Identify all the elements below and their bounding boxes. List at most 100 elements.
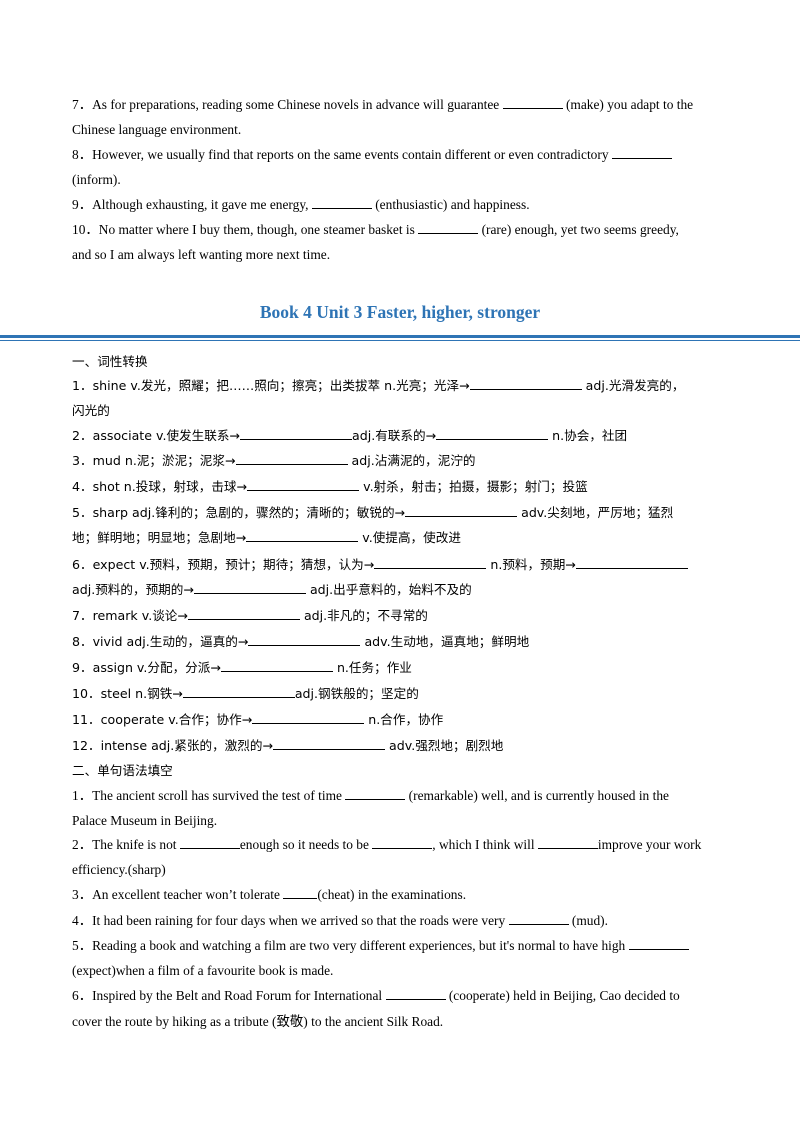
question-10-line-1: 10．No matter where I buy them, though, o… bbox=[72, 217, 752, 242]
answer-blank[interactable] bbox=[418, 217, 479, 234]
answer-blank[interactable] bbox=[248, 629, 361, 646]
item-text: 9．assign v.分配，分派→ bbox=[72, 660, 221, 675]
question-text: 9．Although exhausting, it gave me energy… bbox=[72, 197, 312, 212]
vocab-item-5-line-2: 地；鲜明地；明显地；急剧地→ v.使提高，使改进 bbox=[72, 525, 752, 550]
answer-blank[interactable] bbox=[179, 832, 240, 849]
answer-blank[interactable] bbox=[537, 832, 598, 849]
vocab-item-10: 10．steel n.钢铁→ adj.钢铁般的；坚定的 bbox=[72, 681, 752, 706]
question-7-line-2: Chinese language environment. bbox=[72, 117, 752, 142]
title-divider-thin bbox=[0, 340, 800, 341]
item-text: 闪光的 bbox=[72, 403, 110, 418]
vocab-item-9: 9．assign v.分配，分派→ n.任务；作业 bbox=[72, 655, 752, 680]
item-text: 8．vivid adj.生动的，逼真的→ bbox=[72, 634, 249, 649]
answer-blank[interactable] bbox=[311, 192, 372, 209]
vocab-item-5-line-1: 5．sharp adj.锋利的；急剧的，骤然的；清晰的；敏锐的→ adv.尖刻地… bbox=[72, 500, 752, 525]
answer-blank[interactable] bbox=[239, 423, 352, 440]
item-text: adj.非凡的；不寻常的 bbox=[299, 608, 428, 623]
answer-blank[interactable] bbox=[611, 142, 672, 159]
item-text: adv.尖刻地，严厉地；猛烈 bbox=[517, 505, 674, 520]
answer-blank[interactable] bbox=[283, 882, 318, 899]
item-text: adv.生动地，逼真地；鲜明地 bbox=[360, 634, 530, 649]
answer-blank[interactable] bbox=[247, 474, 360, 491]
question-text: 7．As for preparations, reading some Chin… bbox=[72, 97, 503, 112]
vocab-item-4: 4．shot n.投球，射球，击球→ v.射杀，射击；拍摄，摄影；射门；投篮 bbox=[72, 474, 752, 499]
question-text: 4．It had been raining for four days when… bbox=[72, 913, 509, 928]
vocab-item-6-line-2: adj.预料的，预期的→ adj.出乎意料的，始料不及的 bbox=[72, 577, 752, 602]
question-8-line-2: (inform). bbox=[72, 167, 752, 192]
item-text: adj.钢铁般的；坚定的 bbox=[294, 686, 419, 701]
question-text: 6．Inspired by the Belt and Road Forum fo… bbox=[72, 988, 386, 1003]
question-text: efficiency.(sharp) bbox=[72, 862, 166, 877]
item-text: 1．shine v.发光，照耀；把……照向；擦亮；出类拔萃 n.光亮；光泽→ bbox=[72, 378, 470, 393]
question-text: 10．No matter where I buy them, though, o… bbox=[72, 222, 419, 237]
answer-blank[interactable] bbox=[385, 983, 446, 1000]
question-text: (cooperate) held in Beijing, Cao decided… bbox=[445, 988, 680, 1003]
answer-blank[interactable] bbox=[235, 448, 348, 465]
question-text: 8．However, we usually find that reports … bbox=[72, 147, 612, 162]
item-text: 地；鲜明地；明显地；急剧地→ bbox=[72, 530, 247, 545]
vocab-item-8: 8．vivid adj.生动的，逼真的→ adv.生动地，逼真地；鲜明地 bbox=[72, 629, 752, 654]
question-text: enough so it needs to be bbox=[239, 837, 373, 852]
question-text: Palace Museum in Beijing. bbox=[72, 813, 218, 828]
item-text: 4．shot n.投球，射球，击球→ bbox=[72, 479, 248, 494]
item-text: 2．associate v.使发生联系→ bbox=[72, 428, 240, 443]
item-text: adj.光滑发亮的， bbox=[581, 378, 685, 393]
answer-blank[interactable] bbox=[220, 655, 333, 672]
grammar-q6-line-1: 6．Inspired by the Belt and Road Forum fo… bbox=[72, 983, 752, 1008]
answer-blank[interactable] bbox=[345, 783, 406, 800]
question-text: (mud). bbox=[568, 913, 608, 928]
answer-blank[interactable] bbox=[252, 707, 365, 724]
answer-blank[interactable] bbox=[502, 92, 563, 109]
question-10-line-2: and so I am always left wanting more nex… bbox=[72, 242, 752, 267]
grammar-q5-line-2: (expect)when a film of a favourite book … bbox=[72, 958, 752, 983]
question-text: (make) you adapt to the bbox=[562, 97, 694, 112]
item-text: n.预料，预期→ bbox=[486, 557, 576, 572]
question-text: (rare) enough, yet two seems greedy, bbox=[478, 222, 679, 237]
item-text: n.协会，社团 bbox=[548, 428, 628, 443]
answer-blank[interactable] bbox=[193, 577, 306, 594]
answer-blank[interactable] bbox=[575, 552, 688, 569]
item-text: 12．intense adj.紧张的，激烈的→ bbox=[72, 738, 274, 753]
question-text: (inform). bbox=[72, 172, 121, 187]
answer-blank[interactable] bbox=[246, 525, 359, 542]
vocab-item-3: 3．mud n.泥；淤泥；泥浆→ adj.沾满泥的，泥泞的 bbox=[72, 448, 752, 473]
item-text: 5．sharp adj.锋利的；急剧的，骤然的；清晰的；敏锐的→ bbox=[72, 505, 406, 520]
unit-title: Book 4 Unit 3 Faster, higher, stronger bbox=[259, 302, 541, 322]
vocab-item-2: 2．associate v.使发生联系→adj.有联系的→ n.协会，社团 bbox=[72, 423, 752, 448]
answer-blank[interactable] bbox=[273, 733, 386, 750]
grammar-q5-line-1: 5．Reading a book and watching a film are… bbox=[72, 933, 752, 958]
question-text: 5．Reading a book and watching a film are… bbox=[72, 938, 629, 953]
item-text: n.任务；作业 bbox=[332, 660, 412, 675]
answer-blank[interactable] bbox=[628, 933, 689, 950]
question-text: 3．An excellent teacher won’t tolerate bbox=[72, 887, 284, 902]
answer-blank[interactable] bbox=[469, 373, 582, 390]
item-text: 6．expect v.预料，预期，预计；期待；猜想，认为→ bbox=[72, 557, 375, 572]
section-heading-grammar-fill: 二、单句语法填空 bbox=[72, 763, 173, 778]
title-divider bbox=[0, 335, 800, 338]
grammar-q1-line-1: 1．The ancient scroll has survived the te… bbox=[72, 783, 752, 808]
vocab-item-6-line-1: 6．expect v.预料，预期，预计；期待；猜想，认为→ n.预料，预期→ bbox=[72, 552, 752, 577]
answer-blank[interactable] bbox=[405, 500, 518, 517]
grammar-q3: 3．An excellent teacher won’t tolerate (c… bbox=[72, 882, 752, 907]
item-text: v.使提高，使改进 bbox=[358, 530, 461, 545]
question-8-line-1: 8．However, we usually find that reports … bbox=[72, 142, 752, 167]
item-text: adv.强烈地；剧烈地 bbox=[385, 738, 504, 753]
question-text: , which I think will bbox=[432, 837, 538, 852]
vocab-item-11: 11．cooperate v.合作；协作→ n.合作，协作 bbox=[72, 707, 752, 732]
vocab-item-1-line-1: 1．shine v.发光，照耀；把……照向；擦亮；出类拔萃 n.光亮；光泽→ a… bbox=[72, 373, 752, 398]
question-text: (cheat) in the examinations. bbox=[317, 887, 467, 902]
item-text: 10．steel n.钢铁→ bbox=[72, 686, 183, 701]
answer-blank[interactable] bbox=[182, 681, 295, 698]
question-text: (expect)when a film of a favourite book … bbox=[72, 963, 334, 978]
answer-blank[interactable] bbox=[187, 603, 300, 620]
grammar-q2-line-2: efficiency.(sharp) bbox=[72, 857, 752, 882]
vocab-item-7: 7．remark v.谈论→ adj.非凡的；不寻常的 bbox=[72, 603, 752, 628]
item-text: adj.沾满泥的，泥泞的 bbox=[347, 453, 476, 468]
answer-blank[interactable] bbox=[374, 552, 487, 569]
answer-blank[interactable] bbox=[372, 832, 433, 849]
grammar-q1-line-2: Palace Museum in Beijing. bbox=[72, 808, 752, 833]
question-text: Chinese language environment. bbox=[72, 122, 242, 137]
answer-blank[interactable] bbox=[508, 908, 569, 925]
answer-blank[interactable] bbox=[436, 423, 549, 440]
